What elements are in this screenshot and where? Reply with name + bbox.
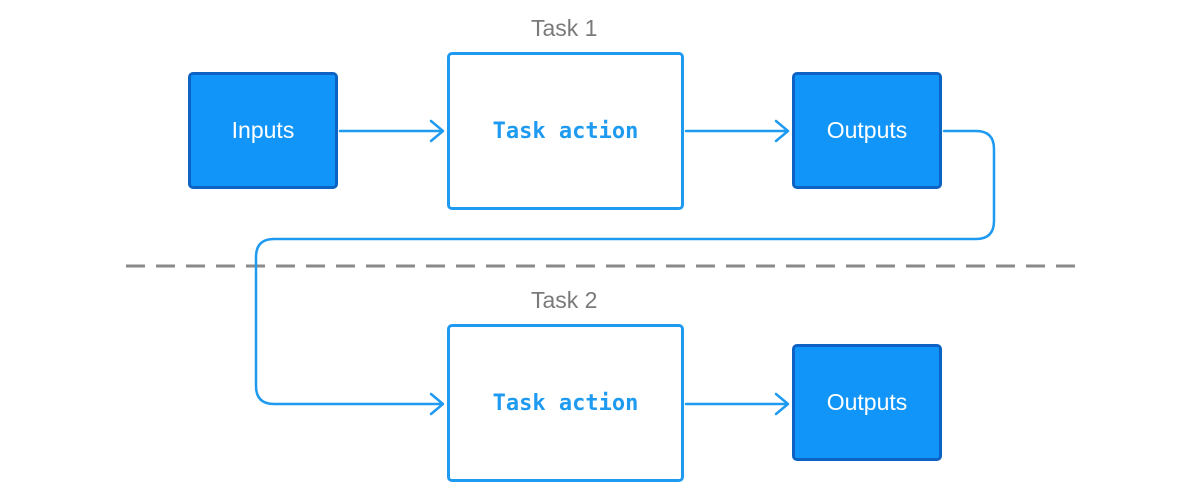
task1-inputs-label: Inputs: [231, 117, 295, 143]
task1-outputs-box: Outputs: [792, 72, 942, 189]
task2-title: Task 2: [531, 287, 598, 313]
task2-outputs-box: Outputs: [792, 344, 942, 461]
task2-outputs-label: Outputs: [826, 389, 908, 415]
arrow-action-to-outputs-task2: [684, 392, 790, 416]
task1-action-box: Task action: [447, 52, 684, 210]
task1-action-label: Task action: [492, 118, 639, 144]
task2-action-label: Task action: [492, 390, 639, 416]
task2-action-box: Task action: [447, 324, 684, 482]
arrow-outputs-to-task2-action: [254, 129, 996, 416]
task1-inputs-box: Inputs: [188, 72, 338, 189]
arrow-action-to-outputs-task1: [684, 119, 790, 143]
task1-outputs-label: Outputs: [826, 117, 908, 143]
task1-title: Task 1: [531, 15, 598, 41]
arrow-inputs-to-action: [338, 119, 445, 143]
